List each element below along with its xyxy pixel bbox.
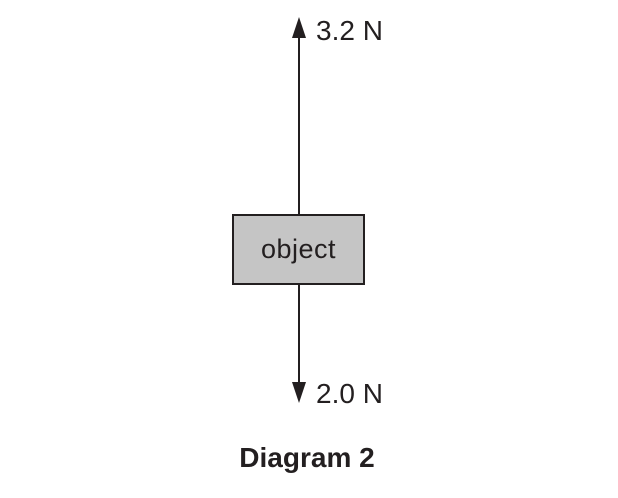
up-arrowhead-icon — [292, 17, 306, 38]
object-label: object — [260, 234, 337, 264]
up-force-label: 3.2 N — [316, 15, 383, 46]
down-arrowhead-icon — [292, 382, 306, 403]
down-force-label: 2.0 N — [316, 378, 383, 409]
object-box — [232, 214, 365, 285]
diagram-caption: Diagram 2 — [239, 442, 375, 473]
